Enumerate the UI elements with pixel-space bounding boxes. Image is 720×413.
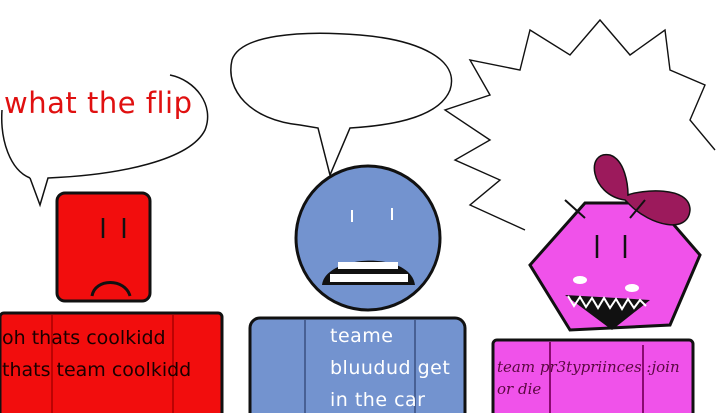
red-body	[0, 311, 224, 413]
caption-line: bluudud get	[330, 357, 451, 379]
speech-text-red: what the flip	[4, 86, 193, 120]
blue-speech-bubble	[230, 32, 453, 178]
pink-caption: team pr3typriinces :join or die	[497, 356, 680, 400]
sharp-teeth-mouth	[565, 295, 650, 330]
red-caption: oh thats coolkidd thats team coolkidd	[2, 322, 191, 386]
pink-spiky-bubble	[443, 18, 716, 231]
blue-caption: teame bluudud get in the car	[330, 320, 450, 413]
caption-line: or die	[497, 380, 542, 398]
bow	[593, 154, 691, 226]
caption-line: in the car	[330, 389, 426, 411]
blue-head	[294, 164, 442, 312]
red-head	[55, 191, 152, 303]
caption-line: team pr3typriinces :join	[497, 358, 680, 376]
blue-body	[248, 316, 467, 413]
frown	[90, 281, 132, 297]
red-speech-bubble	[1, 74, 209, 208]
caption-line: teame	[330, 325, 394, 347]
caption-line: thats team coolkidd	[2, 359, 192, 381]
caption-line: oh thats coolkidd	[2, 327, 166, 349]
